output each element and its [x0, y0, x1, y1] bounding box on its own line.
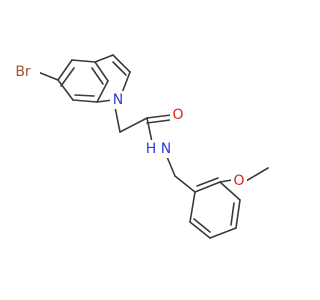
atom-carbonyl-oxygen: O [170, 106, 186, 124]
benzo-bond [96, 80, 109, 103]
atom-indole-nitrogen: N [110, 91, 126, 109]
c-o-methoxy-bond [219, 179, 233, 183]
c-o-double-bond-2 [146, 119, 171, 124]
atom-methoxy-oxygen: O [231, 172, 247, 190]
aryl-bond [219, 181, 241, 201]
benzo-double-bond [60, 67, 75, 87]
c-br-bond [37, 71, 59, 81]
benzo-bond [72, 99, 98, 103]
o-ch3-bond [245, 167, 269, 182]
benzo-bond [57, 59, 73, 81]
pyrrole-bond [112, 54, 131, 73]
n-ch2-bond [114, 106, 121, 133]
molecule-canvas: Br N O H N O [6, 54, 269, 239]
atom-amide-nitrogen: H N [142, 140, 176, 158]
benzo-bond [94, 61, 109, 82]
benzo-double-bond [91, 67, 104, 85]
aryl-bond [189, 221, 211, 239]
c-n-bond [146, 117, 153, 143]
pyrrole-bond [94, 54, 114, 63]
benzo-bond [57, 79, 74, 101]
aryl-bond [194, 181, 221, 193]
aryl-bond [235, 199, 241, 229]
aryl-bond [189, 191, 196, 223]
atom-label-n1: N [113, 92, 123, 108]
aryl-double-bond [193, 218, 211, 233]
bond-layer [37, 54, 269, 239]
structure-diagram: Br N O H N O [6, 54, 269, 239]
benzo-double-bond [74, 94, 95, 97]
pyrrole-double-bond [112, 61, 127, 76]
atom-bromine: Br [6, 62, 40, 82]
aryl-double-bond [230, 202, 235, 226]
atom-label-o-carbonyl: O [172, 107, 183, 123]
atom-label-layer: Br N O H N O [6, 62, 247, 190]
atom-label-br: Br [15, 64, 31, 80]
pyrrole-bond [121, 71, 131, 94]
c-o-double-bond [146, 114, 172, 119]
ch2-carbonyl-bond [119, 117, 148, 133]
atom-label-n-amide: N [161, 141, 171, 157]
benzo-bond [71, 59, 96, 63]
atom-label-o-methoxy: O [233, 173, 244, 189]
atom-label-h: H [146, 141, 157, 157]
benzyl-bond [174, 175, 196, 193]
aryl-bond [209, 227, 237, 239]
aryl-double-bond [196, 177, 219, 187]
